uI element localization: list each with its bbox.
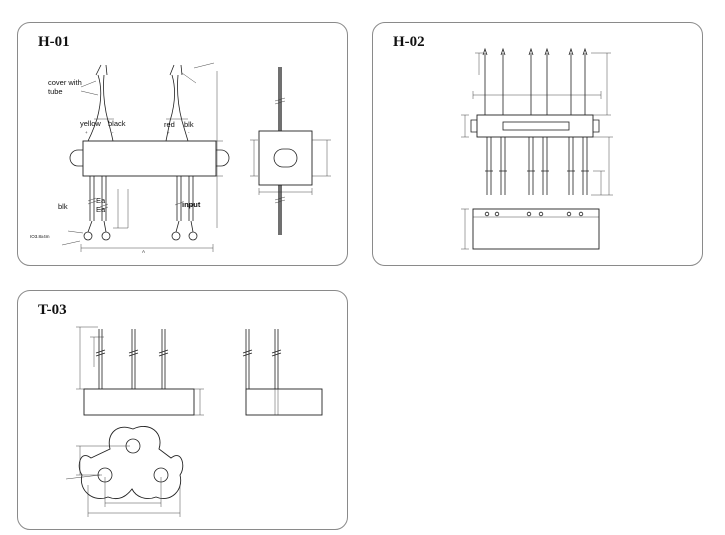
label-ea-2: Ea: [96, 205, 106, 214]
label-cover-with: cover with: [48, 78, 82, 87]
t03-front-pins: [95, 329, 169, 389]
label-minus-left: -: [112, 130, 114, 135]
t03-side-pins: [242, 329, 282, 389]
label-tube: tube: [48, 87, 63, 96]
label-ea-1: Ea: [96, 196, 106, 205]
label-plus-left: +: [85, 130, 88, 135]
t03-side-body: [245, 388, 323, 416]
label-blk-top: blk: [184, 120, 194, 129]
dim-a-h01: A: [142, 249, 145, 254]
label-minus-right: -: [188, 130, 190, 135]
panel-title-h01: H-01: [38, 34, 70, 50]
h02-side-holes: [484, 211, 584, 217]
panel-title-h02: H-02: [393, 34, 425, 50]
h01-body: [82, 140, 217, 177]
h02-label-window: [502, 121, 570, 131]
panel-t03: T-03: [17, 290, 348, 530]
h01-wire-black: [103, 74, 114, 142]
h01-wire-red: [165, 64, 183, 142]
label-input: input: [182, 200, 201, 209]
panel-h02: H-02: [372, 22, 703, 266]
drawing-h01: cover with tube yellow black red blk + -…: [30, 62, 331, 254]
label-plus-right: +: [167, 130, 170, 135]
h01-side-lead-bottom: [278, 185, 282, 235]
h01-side-lead-top: [278, 67, 282, 131]
h01-ring-1: [83, 231, 93, 241]
h01-right-tab: [216, 149, 230, 167]
label-ring-size: IO3.8x4m: [30, 234, 50, 239]
drawing-h02: [461, 47, 613, 250]
label-yellow: yellow: [80, 119, 101, 128]
drawing-t03: [65, 326, 323, 517]
h02-body: [476, 114, 594, 138]
h01-ring-2: [101, 231, 111, 241]
h01-ring-4: [188, 231, 198, 241]
h02-top-pins: [482, 47, 588, 115]
h02-bottom-leads: [485, 137, 589, 195]
t03-top-outline: [78, 426, 184, 500]
panel-h01: H-01 cover wi: [17, 22, 348, 266]
label-red: red: [164, 120, 175, 129]
h01-left-tab: [69, 149, 83, 167]
h01-ring-3: [171, 231, 181, 241]
panel-title-t03: T-03: [38, 302, 67, 318]
t03-front-body: [83, 388, 195, 416]
label-blk-side: blk: [58, 202, 68, 211]
h01-side-body: [258, 130, 313, 186]
h01-wire-blk: [177, 74, 189, 142]
h02-side-body: [472, 208, 600, 250]
h01-side-slot: [273, 148, 298, 168]
label-black: black: [108, 119, 126, 128]
